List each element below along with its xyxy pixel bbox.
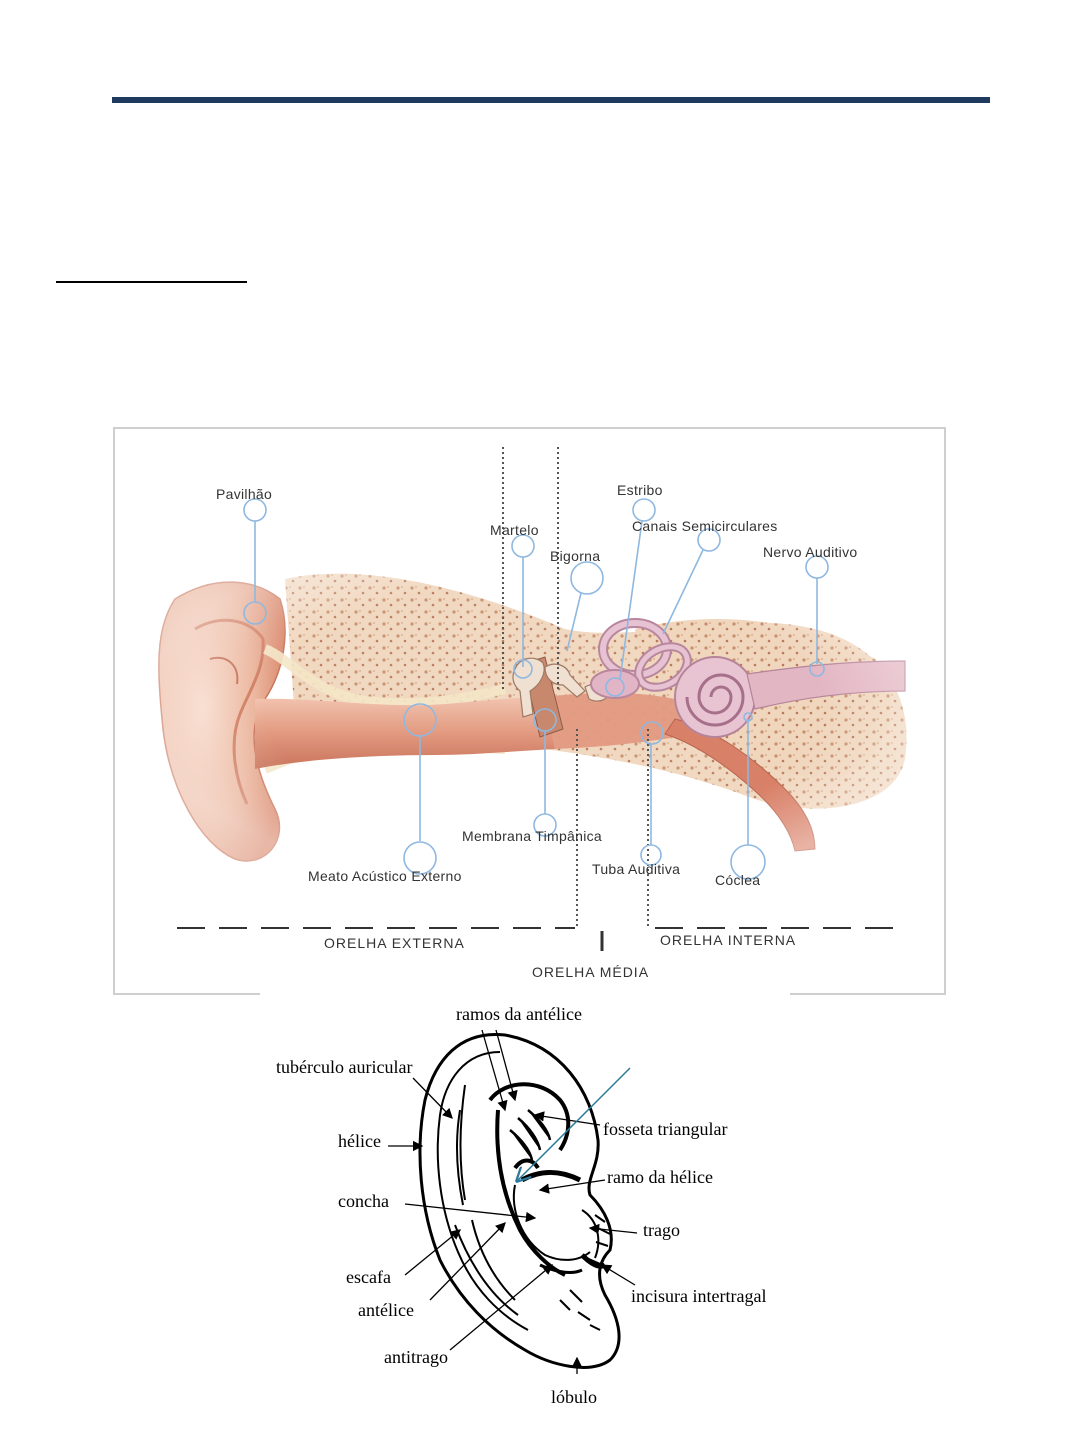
zone-orelha-interna: ORELHA INTERNA (660, 932, 797, 948)
label-incisura-intertragal: incisura intertragal (631, 1286, 767, 1306)
label-antitrago: antitrago (384, 1347, 448, 1367)
label-ramos-da-antelice: ramos da antélice (456, 1004, 582, 1024)
auricle-diagram: ramos da antélice tubérculo auricular fo… (260, 990, 790, 1410)
label-escafa: escafa (346, 1267, 391, 1287)
label-pavilhao: Pavilhão (216, 486, 273, 502)
label-helice: hélice (338, 1131, 381, 1151)
label-tuba-auditiva: Tuba Auditiva (592, 861, 681, 877)
zone-orelha-externa: ORELHA EXTERNA (324, 935, 465, 951)
label-canais-semicirculares: Canais Semicirculares (632, 518, 778, 534)
zone-orelha-media: ORELHA MÉDIA (532, 964, 650, 980)
auricle-line-drawing (388, 1029, 638, 1374)
label-bigorna: Bigorna (550, 548, 601, 564)
label-concha: concha (338, 1191, 389, 1211)
label-meato-acustico-externo: Meato Acústico Externo (308, 868, 462, 884)
label-fosseta-triangular: fosseta triangular (603, 1119, 728, 1139)
heading-underline (56, 281, 247, 283)
label-tuberculo-auricular: tubérculo auricular (276, 1057, 413, 1077)
label-antelice: antélice (358, 1300, 414, 1320)
label-lobulo: lóbulo (551, 1387, 598, 1407)
label-ramo-da-helice: ramo da hélice (607, 1167, 713, 1187)
label-nervo-auditivo: Nervo Auditivo (763, 544, 858, 560)
label-membrana-timpanica: Membrana Timpânica (462, 828, 603, 844)
ear-cross-section-illustration (145, 447, 944, 951)
label-martelo: Martelo (490, 522, 539, 538)
header-rule (112, 97, 990, 103)
label-coclea: Cóclea (715, 872, 761, 888)
ear-anatomy-figure: Pavilhão Estribo Martelo Canais Semicirc… (113, 427, 946, 995)
label-trago: trago (643, 1220, 680, 1240)
label-estribo: Estribo (617, 482, 663, 498)
